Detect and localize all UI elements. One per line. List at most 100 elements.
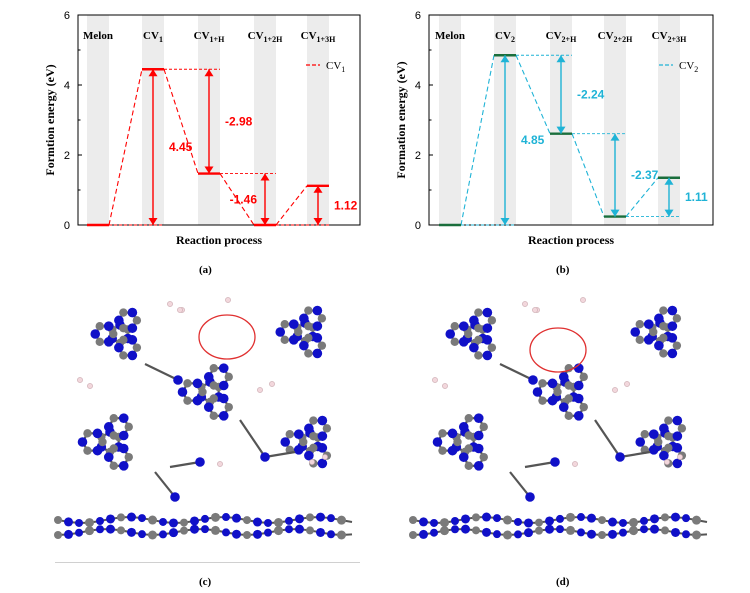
carbon-atom [640,430,649,439]
arrow-head [610,209,620,217]
nitrogen-atom [648,429,659,440]
legend-label: CV1 [326,60,345,74]
nitrogen-atom [96,517,104,526]
nitrogen-atom [558,402,569,412]
nitrogen-atom [304,423,314,434]
carbon-atom [566,525,575,535]
nitrogen-atom [203,402,214,412]
x-axis-label: Reaction process [528,233,614,247]
nitrogen-atom [654,340,664,351]
hydrogen-atom [225,297,231,303]
nitrogen-atom [159,530,167,539]
carbon-atom [659,306,668,315]
hydrogen-atom [322,454,328,460]
nitrogen-atom [458,336,469,347]
category-label: CV2+H [546,30,577,44]
hydrogen-atom [257,387,263,393]
nitrogen-atom [260,452,270,462]
nitrogen-atom [118,461,129,471]
nitrogen-atom [587,529,596,539]
nitrogen-atom [222,513,230,522]
nitrogen-atom [473,443,484,454]
nitrogen-atom [667,348,678,359]
hydrogen-atom [442,383,448,389]
arrow-head [500,218,510,225]
nitrogen-atom [232,513,241,523]
nitrogen-atom [643,334,654,345]
carbon-atom [280,320,289,329]
carbon-atom [119,308,128,317]
nitrogen-atom [482,350,493,361]
carbon-atom [464,461,473,471]
nitrogen-atom [635,437,646,447]
carbon-atom [535,518,543,527]
carbon-atom [474,308,483,317]
nitrogen-atom [630,327,641,337]
nitrogen-atom [285,525,293,534]
nitrogen-atom [671,512,680,522]
carbon-atom [280,335,289,344]
column-band [439,15,461,225]
nitrogen-atom [77,437,88,447]
carbon-atom [438,446,447,455]
nitrogen-atom [293,444,304,455]
connector-line [515,55,551,134]
nitrogen-atom [295,514,304,524]
nitrogen-atom [550,457,560,467]
carbon-atom [649,327,658,337]
carbon-atom [309,416,318,425]
column-band [604,15,626,225]
nitrogen-atom [524,518,533,528]
nitrogen-atom [177,387,188,397]
carbon-atom [538,396,547,405]
nitrogen-atom [473,461,484,471]
nitrogen-atom [672,458,683,469]
hydrogen-atom [309,459,315,465]
bond [264,450,296,459]
nitrogen-atom [469,342,479,353]
nitrogen-atom [532,387,543,397]
nitrogen-atom [90,329,101,339]
category-label: Melon [435,30,465,42]
nitrogen-atom [118,430,129,441]
carbon-atom [54,530,62,539]
nitrogen-atom [92,445,103,456]
nitrogen-atom [312,333,323,343]
nitrogen-atom [218,380,229,391]
bond [594,419,621,458]
category-label: CV2+3H [652,30,687,44]
nitrogen-atom [195,457,205,467]
nitrogen-atom [201,514,209,523]
highlight-circle [529,327,587,373]
carbon-atom [85,518,94,528]
nitrogen-atom [458,422,469,432]
nitrogen-atom [577,528,585,537]
nitrogen-atom [547,395,558,406]
delta-label: -2.98 [225,114,253,128]
arrow-head [260,218,270,225]
nitrogen-atom [445,329,456,339]
category-label: CV1+2H [248,30,283,44]
carbon-atom [659,321,668,331]
nitrogen-atom [493,514,501,523]
nitrogen-atom [458,321,469,332]
nitrogen-atom [316,527,325,537]
nitrogen-atom [127,527,136,537]
delta-label: -2.37 [631,168,659,182]
nitrogen-atom [473,413,484,423]
nitrogen-atom [482,527,491,537]
carbon-atom [117,526,125,535]
nitrogen-atom [643,319,654,330]
nitrogen-atom [106,524,115,534]
nitrogen-atom [106,514,115,524]
y-tick-label: 6 [415,10,421,22]
carbon-atom [692,530,701,540]
carbon-atom [274,518,283,528]
nitrogen-atom [458,452,469,462]
nitrogen-atom [648,444,659,455]
nitrogen-atom [667,321,678,331]
nitrogen-atom [615,452,625,462]
arrow-head [500,55,510,63]
nitrogen-atom [640,525,648,534]
